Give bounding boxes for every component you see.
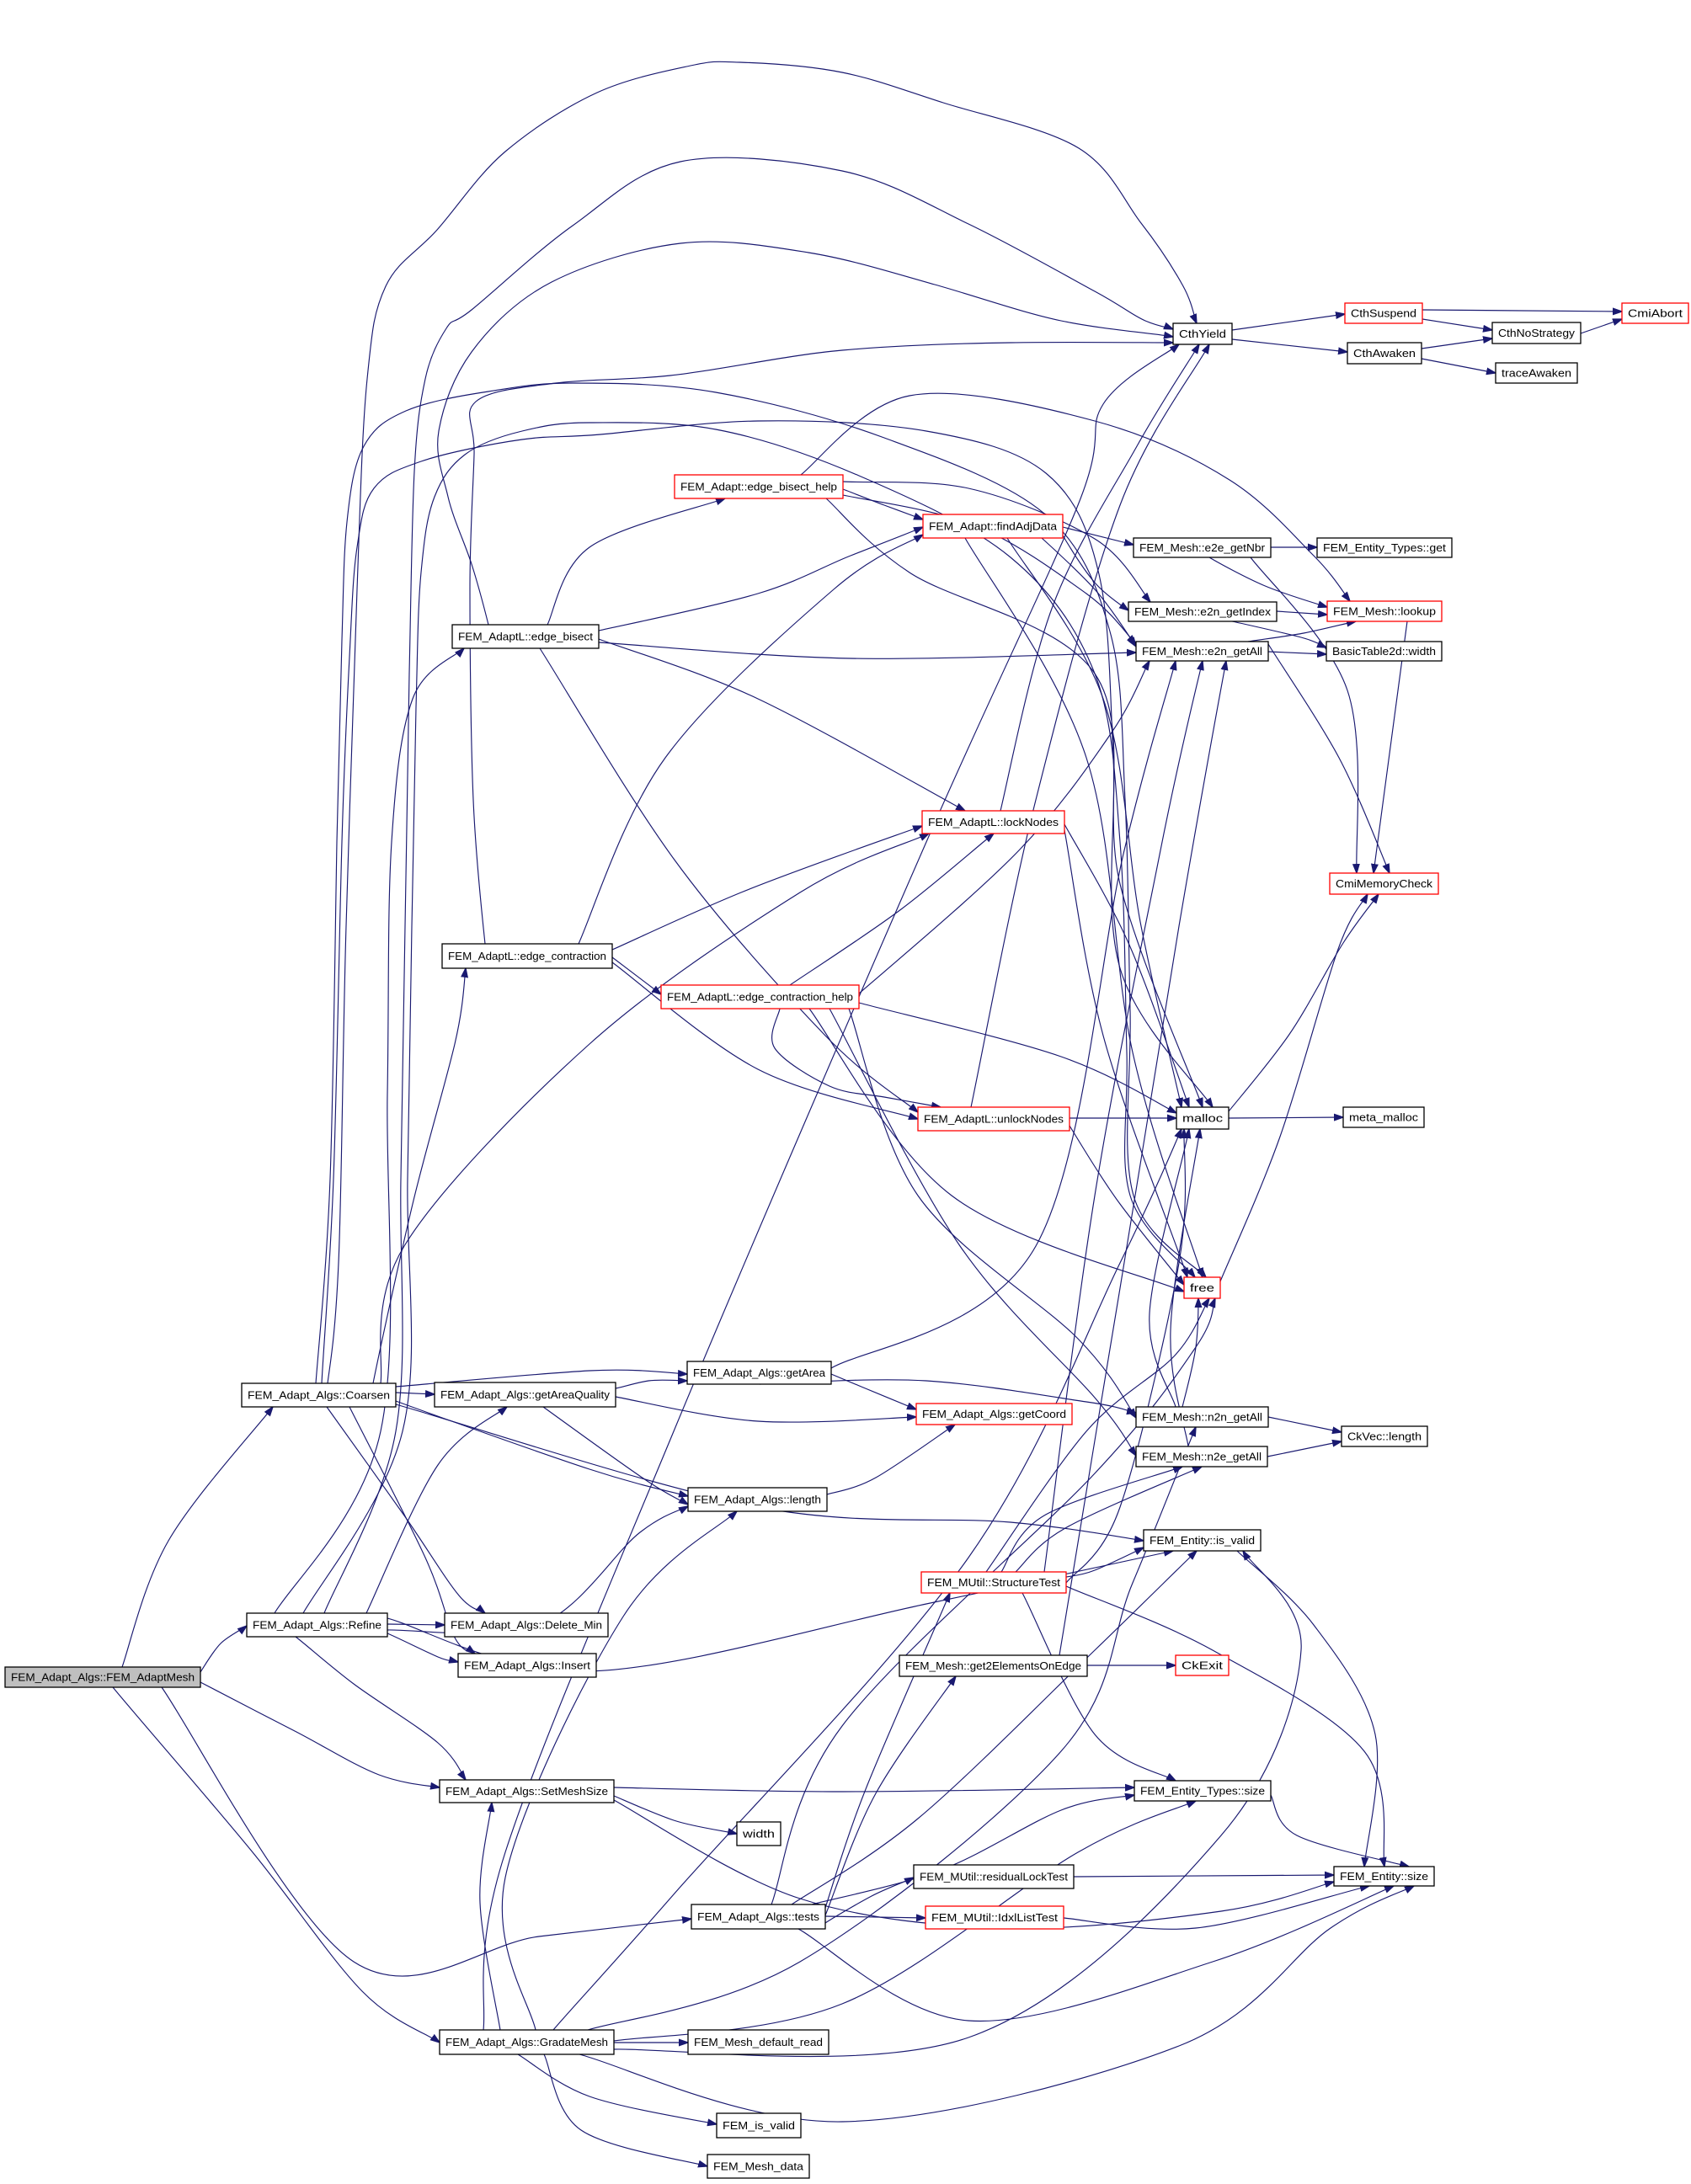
svg-text:FEM_Adapt_Algs::getCoord: FEM_Adapt_Algs::getCoord: [922, 1408, 1066, 1420]
svg-text:FEM_Adapt::edge_bisect_help: FEM_Adapt::edge_bisect_help: [680, 481, 837, 493]
svg-text:FEM_Entity::is_valid: FEM_Entity::is_valid: [1150, 1534, 1255, 1547]
svg-text:malloc: malloc: [1182, 1112, 1224, 1125]
svg-text:FEM_Adapt_Algs::tests: FEM_Adapt_Algs::tests: [697, 1910, 819, 1923]
svg-text:FEM_Adapt_Algs::Insert: FEM_Adapt_Algs::Insert: [464, 1659, 590, 1672]
svg-text:CkVec::length: CkVec::length: [1347, 1430, 1422, 1443]
svg-text:width: width: [742, 1828, 775, 1840]
svg-text:FEM_Mesh::n2n_getAll: FEM_Mesh::n2n_getAll: [1142, 1411, 1262, 1424]
svg-text:FEM_Mesh_data: FEM_Mesh_data: [713, 2160, 804, 2173]
svg-text:CthYield: CthYield: [1179, 328, 1226, 340]
svg-text:FEM_Adapt_Algs::Delete_Min: FEM_Adapt_Algs::Delete_Min: [451, 1619, 602, 1632]
svg-text:traceAwaken: traceAwaken: [1502, 367, 1571, 380]
svg-text:FEM_Mesh::e2e_getNbr: FEM_Mesh::e2e_getNbr: [1139, 541, 1266, 554]
svg-text:FEM_Mesh::n2e_getAll: FEM_Mesh::n2e_getAll: [1142, 1451, 1262, 1463]
svg-text:FEM_Adapt::findAdjData: FEM_Adapt::findAdjData: [929, 520, 1058, 533]
svg-text:FEM_MUtil::StructureTest: FEM_MUtil::StructureTest: [927, 1576, 1060, 1589]
svg-text:FEM_Mesh::e2n_getIndex: FEM_Mesh::e2n_getIndex: [1134, 605, 1271, 618]
svg-text:CthSuspend: CthSuspend: [1351, 307, 1416, 320]
svg-text:FEM_AdaptL::lockNodes: FEM_AdaptL::lockNodes: [928, 816, 1059, 828]
svg-text:CkExit: CkExit: [1182, 1659, 1223, 1672]
svg-text:FEM_MUtil::IdxlListTest: FEM_MUtil::IdxlListTest: [931, 1911, 1058, 1924]
svg-text:FEM_Adapt_Algs::Coarsen: FEM_Adapt_Algs::Coarsen: [248, 1389, 390, 1402]
svg-text:FEM_Adapt_Algs::getAreaQuality: FEM_Adapt_Algs::getAreaQuality: [440, 1388, 610, 1401]
svg-text:FEM_Mesh::lookup: FEM_Mesh::lookup: [1333, 605, 1436, 618]
svg-text:FEM_Mesh::get2ElementsOnEdge: FEM_Mesh::get2ElementsOnEdge: [905, 1659, 1081, 1672]
svg-text:FEM_MUtil::residualLockTest: FEM_MUtil::residualLockTest: [920, 1871, 1068, 1883]
svg-text:FEM_Entity_Types::size: FEM_Entity_Types::size: [1140, 1785, 1265, 1798]
svg-text:CthAwaken: CthAwaken: [1353, 347, 1416, 360]
svg-text:FEM_Adapt_Algs::getArea: FEM_Adapt_Algs::getArea: [693, 1366, 826, 1379]
svg-text:FEM_AdaptL::edge_bisect: FEM_AdaptL::edge_bisect: [458, 631, 593, 643]
svg-text:FEM_AdaptL::edge_contraction: FEM_AdaptL::edge_contraction: [448, 950, 606, 962]
svg-text:CthNoStrategy: CthNoStrategy: [1498, 327, 1575, 339]
svg-text:BasicTable2d::width: BasicTable2d::width: [1332, 645, 1436, 658]
svg-text:FEM_Adapt_Algs::GradateMesh: FEM_Adapt_Algs::GradateMesh: [445, 2036, 608, 2048]
svg-text:FEM_AdaptL::unlockNodes: FEM_AdaptL::unlockNodes: [924, 1113, 1064, 1126]
svg-text:FEM_AdaptL::edge_contraction_h: FEM_AdaptL::edge_contraction_help: [667, 991, 853, 1004]
svg-text:FEM_Adapt_Algs::FEM_AdaptMesh: FEM_Adapt_Algs::FEM_AdaptMesh: [11, 1671, 195, 1684]
svg-text:CmiMemoryCheck: CmiMemoryCheck: [1336, 877, 1432, 890]
svg-text:meta_malloc: meta_malloc: [1349, 1111, 1418, 1124]
svg-text:CmiAbort: CmiAbort: [1628, 307, 1683, 320]
svg-text:FEM_Mesh_default_read: FEM_Mesh_default_read: [694, 2036, 823, 2048]
svg-text:FEM_is_valid: FEM_is_valid: [723, 2119, 795, 2132]
svg-text:FEM_Entity_Types::get: FEM_Entity_Types::get: [1323, 541, 1446, 554]
svg-text:FEM_Mesh::e2n_getAll: FEM_Mesh::e2n_getAll: [1142, 645, 1262, 658]
svg-text:FEM_Adapt_Algs::Refine: FEM_Adapt_Algs::Refine: [253, 1619, 381, 1632]
svg-text:FEM_Adapt_Algs::SetMeshSize: FEM_Adapt_Algs::SetMeshSize: [445, 1785, 608, 1798]
svg-text:FEM_Entity::size: FEM_Entity::size: [1340, 1870, 1428, 1883]
svg-text:free: free: [1190, 1281, 1214, 1294]
svg-text:FEM_Adapt_Algs::length: FEM_Adapt_Algs::length: [694, 1494, 821, 1506]
